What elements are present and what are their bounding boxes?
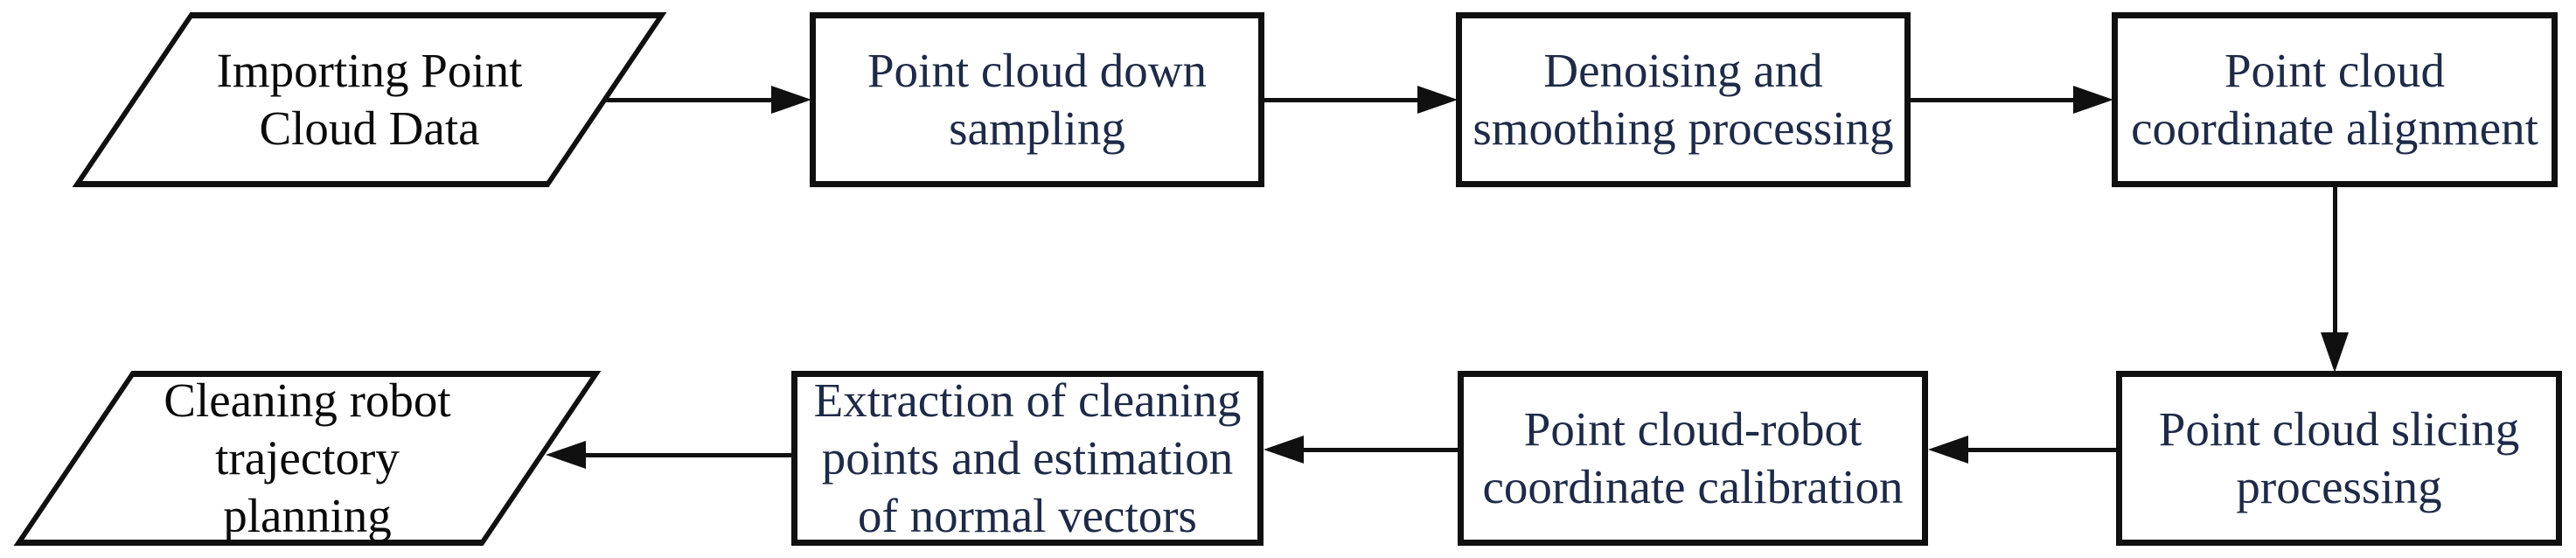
node-text-line: Importing Point [216,44,523,97]
node-text-line: Denoising and [1543,44,1823,97]
node-point-cloud-down-sampling: Point cloud down sampling [810,12,1264,187]
node-text-line: Cleaning robot [164,373,451,427]
arrow-right-icon [2073,86,2113,114]
node-text-line: planning [223,489,392,542]
arrow-shaft [1967,448,2116,452]
node-text-line: processing [2236,460,2442,513]
node-text-line: Point cloud down [867,44,1208,97]
node-text-line: Point cloud [2224,44,2446,97]
node-text-line: coordinate calibration [1482,460,1904,513]
node-denoising-and-smoothing-processing: Denoising and smoothing processing [1456,12,1911,187]
arrow-shaft [1302,448,1458,452]
arrow-shaft [1264,98,1419,102]
node-text-line: smoothing processing [1472,101,1894,155]
node-text-line: of normal vectors [858,489,1197,542]
node-text-line: Point cloud slicing [2158,402,2520,456]
node-point-cloud-slicing-processing: Point cloud slicing processing [2116,371,2562,546]
node-extraction-of-cleaning-points: Extraction of cleaning points and estima… [791,371,1264,546]
arrow-shaft [606,98,773,102]
arrow-right-icon [771,86,811,114]
node-text-line: points and estimation [821,431,1234,485]
node-label-container: Importing Point Cloud Data [137,18,602,181]
node-label-container: Cleaning robot trajectory planning [79,373,536,542]
node-text-line: sampling [949,101,1125,155]
node-point-cloud-robot-coordinate-calibration: Point cloud-robot coordinate calibration [1458,371,1928,546]
arrow-left-icon [1264,436,1304,464]
node-cleaning-robot-trajectory-planning: Cleaning robot trajectory planning [13,371,602,546]
arrow-down-icon [2321,332,2349,373]
node-text-line: Cloud Data [259,101,480,155]
arrow-left-icon [1928,436,1968,464]
node-text-line: trajectory [215,431,400,485]
node-text-line: Point cloud-robot [1523,402,1862,456]
arrow-left-icon [546,441,586,469]
arrow-right-icon [1417,86,1458,114]
arrow-shaft [2333,187,2337,336]
arrow-shaft [1911,98,2075,102]
arrow-shaft [584,453,791,457]
node-importing-point-cloud-data: Importing Point Cloud Data [72,12,667,187]
node-text-line: coordinate alignment [2131,101,2538,155]
node-text-line: Extraction of cleaning [813,373,1242,427]
node-point-cloud-coordinate-alignment: Point cloud coordinate alignment [2112,12,2558,187]
